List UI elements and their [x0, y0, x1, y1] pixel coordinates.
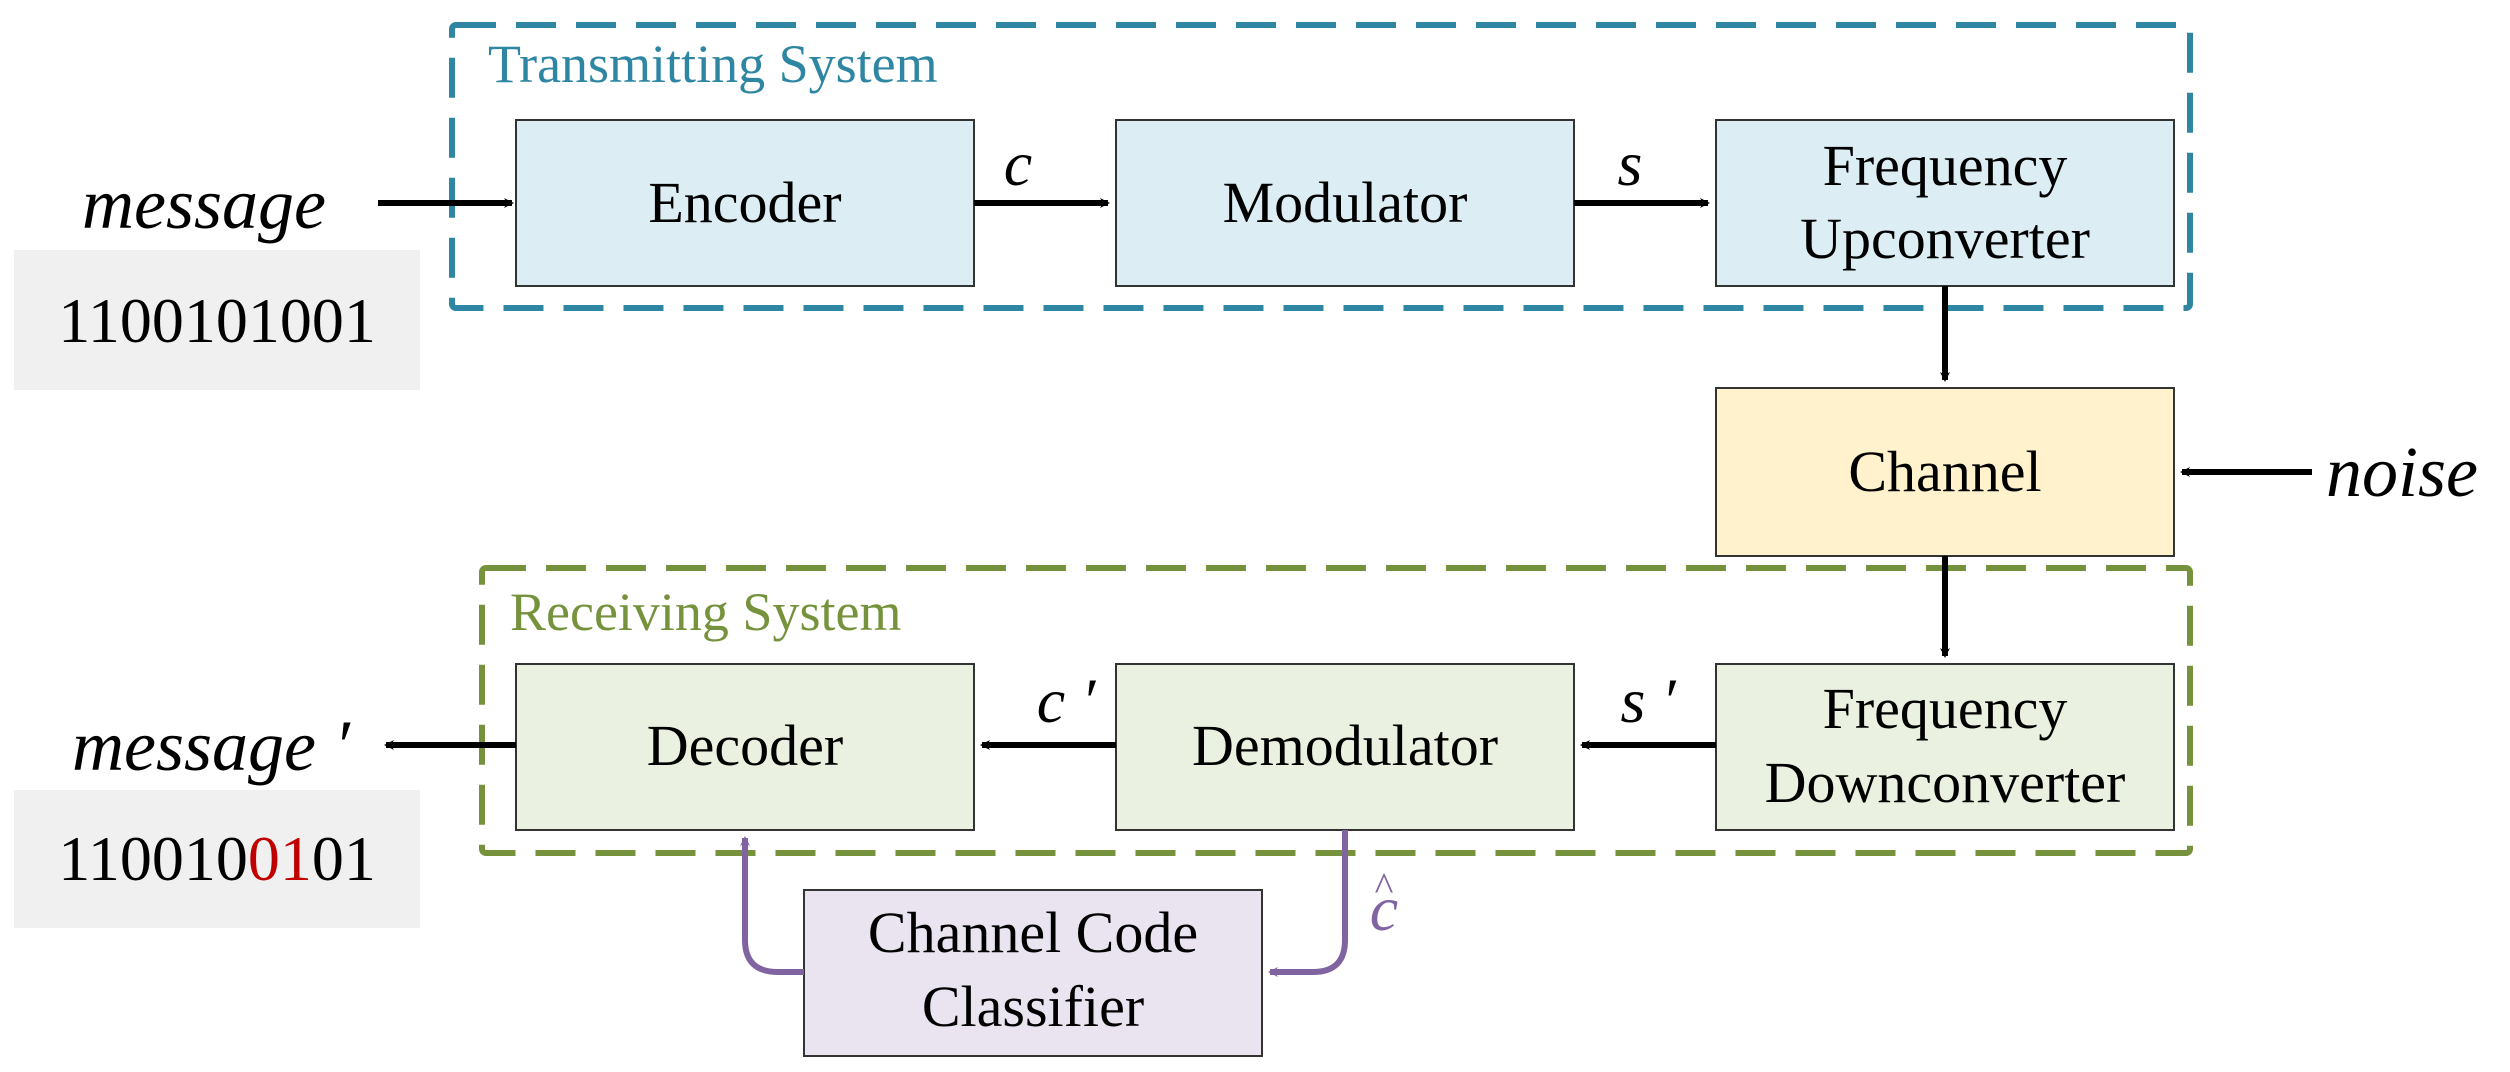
- downconverter-label-line2: Downconverter: [1765, 750, 2126, 815]
- modulator-block: [1115, 119, 1575, 287]
- channel-code-classifier-block: [803, 889, 1263, 1057]
- output-message-label: message ′: [72, 706, 351, 786]
- transmitting-system-title: Transmitting System: [488, 34, 938, 94]
- classifier-label-line2: Classifier: [922, 974, 1144, 1039]
- signal-s-prime-label: s ′: [1621, 665, 1677, 736]
- channel-label: Channel: [1848, 439, 2041, 504]
- arrow-classifier-to-decoder: [740, 836, 804, 975]
- signal-c-label: c: [1004, 128, 1032, 199]
- decoder-label: Decoder: [647, 713, 843, 778]
- output-bits-background: [14, 790, 420, 928]
- downconverter-label-line1: Frequency: [1823, 676, 2068, 741]
- noise-label: noise: [2326, 432, 2478, 512]
- transmitting-system-frame: [449, 22, 2193, 311]
- output-bits: 1100100101: [58, 823, 376, 894]
- input-message-label: message: [82, 164, 326, 244]
- signal-c-hat-accent: ^: [1375, 864, 1394, 909]
- signal-c-prime-label: c ′: [1037, 665, 1096, 736]
- receiving-system-frame: [479, 565, 2193, 856]
- decoder-block: [515, 663, 975, 831]
- channel-block: [1715, 387, 2175, 557]
- output-bits-correct-prefix: 110010: [58, 823, 248, 894]
- output-bits-error: 01: [248, 823, 312, 894]
- input-bits: 1100101001: [58, 285, 376, 356]
- frequency-downconverter-block: [1715, 663, 2175, 831]
- demodulator-block: [1115, 663, 1575, 831]
- receiving-system-title: Receiving System: [510, 582, 901, 642]
- encoder-label: Encoder: [648, 170, 841, 235]
- demodulator-label: Demodulator: [1192, 713, 1498, 778]
- output-bits-correct-suffix: 01: [312, 823, 376, 894]
- classifier-label-line1: Channel Code: [868, 900, 1198, 965]
- input-bits-background: [14, 250, 420, 390]
- signal-c-hat-label: c: [1370, 873, 1398, 944]
- upconverter-label-line1: Frequency: [1823, 133, 2068, 198]
- arrow-demodulator-to-classifier: [1268, 830, 1348, 977]
- upconverter-label-line2: Upconverter: [1800, 206, 2090, 271]
- signal-s-label: s: [1618, 128, 1643, 199]
- modulator-label: Modulator: [1223, 170, 1468, 235]
- frequency-upconverter-block: [1715, 119, 2175, 287]
- encoder-block: [515, 119, 975, 287]
